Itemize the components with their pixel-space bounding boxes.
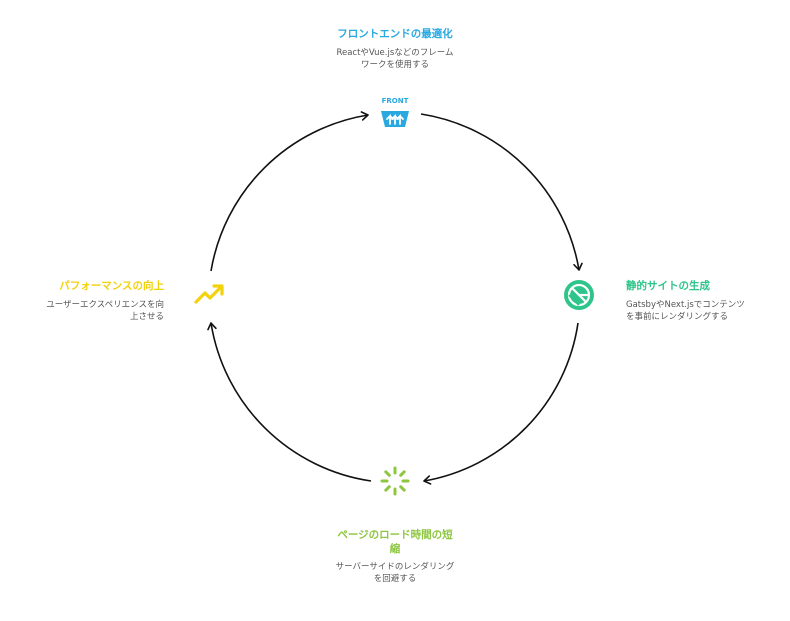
node-description: ReactやVue.jsなどのフレーム ワークを使用する bbox=[320, 47, 470, 71]
node-description: サーバーサイドのレンダリング を回避する bbox=[320, 561, 470, 585]
loading-spinner-icon bbox=[379, 465, 411, 497]
desc-line: GatsbyやNext.jsでコンテンツ bbox=[626, 300, 745, 310]
node-title: 静的サイトの生成 bbox=[626, 280, 710, 292]
desc-line: を事前にレンダリングする bbox=[626, 312, 729, 322]
arrow-load-to-perf bbox=[207, 322, 372, 482]
node-description: GatsbyやNext.jsでコンテンツ を事前にレンダリングする bbox=[626, 299, 776, 323]
arrow-front-to-ssg bbox=[420, 113, 583, 271]
node-title: ページのロード時間の短 縮 bbox=[320, 528, 470, 556]
title-line: 縮 bbox=[389, 543, 401, 555]
gatsby-logo-icon bbox=[563, 279, 595, 311]
trend-up-icon bbox=[193, 282, 227, 306]
desc-line: 上させる bbox=[129, 312, 164, 322]
arrow-perf-to-front bbox=[210, 111, 369, 272]
desc-line: を回避する bbox=[373, 574, 417, 584]
icon-label: FRONT bbox=[381, 97, 409, 105]
desc-line: サーバーサイドのレンダリング bbox=[335, 562, 455, 572]
front-badge-icon: FRONT bbox=[377, 97, 413, 131]
arrow-ssg-to-load bbox=[423, 322, 579, 485]
node-description: ユーザーエクスペリエンスを向 上させる bbox=[20, 299, 164, 323]
node-title: パフォーマンスの向上 bbox=[59, 280, 164, 292]
desc-line: ReactやVue.jsなどのフレーム bbox=[336, 48, 454, 58]
desc-line: ワークを使用する bbox=[360, 60, 429, 70]
title-line: ページのロード時間の短 bbox=[337, 529, 453, 541]
node-title: フロントエンドの最適化 bbox=[337, 28, 453, 40]
desc-line: ユーザーエクスペリエンスを向 bbox=[46, 300, 164, 310]
